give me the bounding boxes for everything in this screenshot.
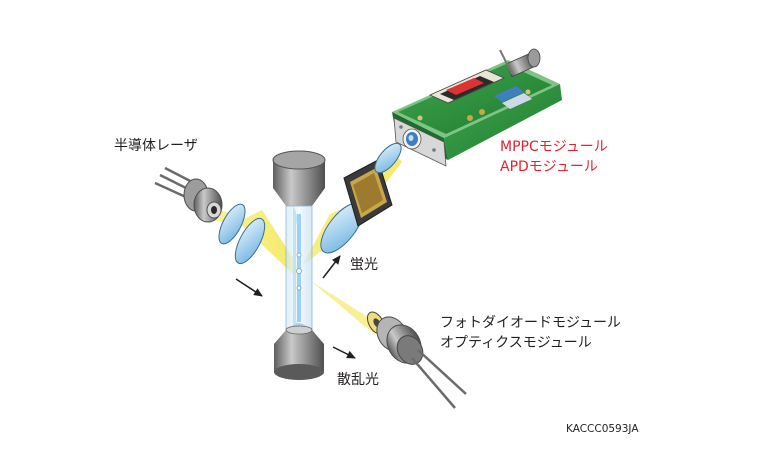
- flow-cell: [272, 150, 326, 380]
- scatter-label: 散乱光: [337, 372, 379, 388]
- fluorescence-arrow: [322, 255, 341, 279]
- detector-lens: [374, 142, 402, 174]
- fluorescence-label: 蛍光: [350, 257, 378, 273]
- laser-label: 半導体レーザ: [114, 138, 198, 154]
- scatter-beam: [300, 272, 382, 334]
- arrows: [235, 255, 356, 359]
- scatter-arrow: [332, 346, 356, 359]
- optical-filter: [343, 159, 393, 227]
- photodiode-module: [366, 311, 467, 409]
- figure-code: KACCC0593JA: [566, 423, 639, 435]
- laser-lenses: [218, 203, 266, 265]
- mppc-module: [392, 48, 562, 167]
- semiconductor-laser: [154, 166, 223, 223]
- flow-direction-arrow: [235, 278, 263, 297]
- photodiode-module-label: フォトダイオードモジュール: [440, 315, 622, 331]
- mppc-module-label: MPPCモジュール: [500, 139, 608, 155]
- apd-module-label: APDモジュール: [500, 159, 598, 175]
- optics-module-label: オプティクスモジュール: [440, 335, 592, 351]
